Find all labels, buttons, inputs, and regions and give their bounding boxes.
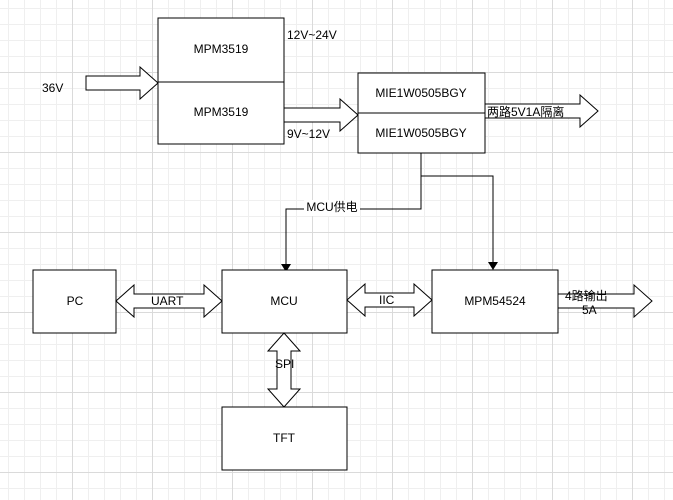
output-current-label: 5A bbox=[582, 303, 597, 317]
mcu-label: MCU bbox=[270, 294, 297, 308]
tft-block bbox=[221, 406, 348, 471]
mpm54524-label: MPM54524 bbox=[464, 294, 526, 308]
power-output-arrow bbox=[557, 283, 653, 319]
mpm54524-block bbox=[431, 269, 559, 334]
mie-top-block bbox=[357, 72, 486, 114]
mpm3519-top-label: MPM3519 bbox=[194, 42, 249, 56]
mpm3519-to-mie-arrow bbox=[283, 97, 359, 133]
mpm54524-supply-arrowhead bbox=[488, 262, 498, 270]
isolated-output-label: 两路5V1A隔离 bbox=[487, 104, 564, 119]
pc-block bbox=[32, 269, 117, 334]
mcu-supply-label: MCU供电 bbox=[306, 200, 357, 214]
input-arrow bbox=[85, 65, 159, 101]
output-channels-label: 4路输出 bbox=[565, 288, 608, 303]
pc-label: PC bbox=[67, 294, 84, 308]
mie-bottom-block bbox=[357, 112, 486, 154]
mpm3519-top-block bbox=[157, 17, 285, 83]
uart-label: UART bbox=[151, 294, 184, 308]
spi-label: SPI bbox=[275, 357, 294, 371]
rail-12-24-label: 12V~24V bbox=[287, 28, 337, 42]
mpm3519-bottom-block bbox=[157, 81, 285, 145]
mie-bottom-label: MIE1W0505BGY bbox=[375, 126, 466, 140]
mcu-supply-arrowhead bbox=[281, 264, 291, 272]
mie-top-label: MIE1W0505BGY bbox=[375, 86, 466, 100]
isolated-output-arrow bbox=[484, 93, 599, 129]
rail-9-12-label: 9V~12V bbox=[287, 127, 330, 141]
mcu-supply-label-bg bbox=[304, 200, 360, 216]
iic-label: IIC bbox=[379, 293, 395, 307]
mpm3519-bottom-label: MPM3519 bbox=[194, 105, 249, 119]
tft-label: TFT bbox=[273, 431, 296, 445]
mie-to-mpm54524-line bbox=[421, 175, 494, 262]
input-voltage-label: 36V bbox=[42, 81, 63, 95]
